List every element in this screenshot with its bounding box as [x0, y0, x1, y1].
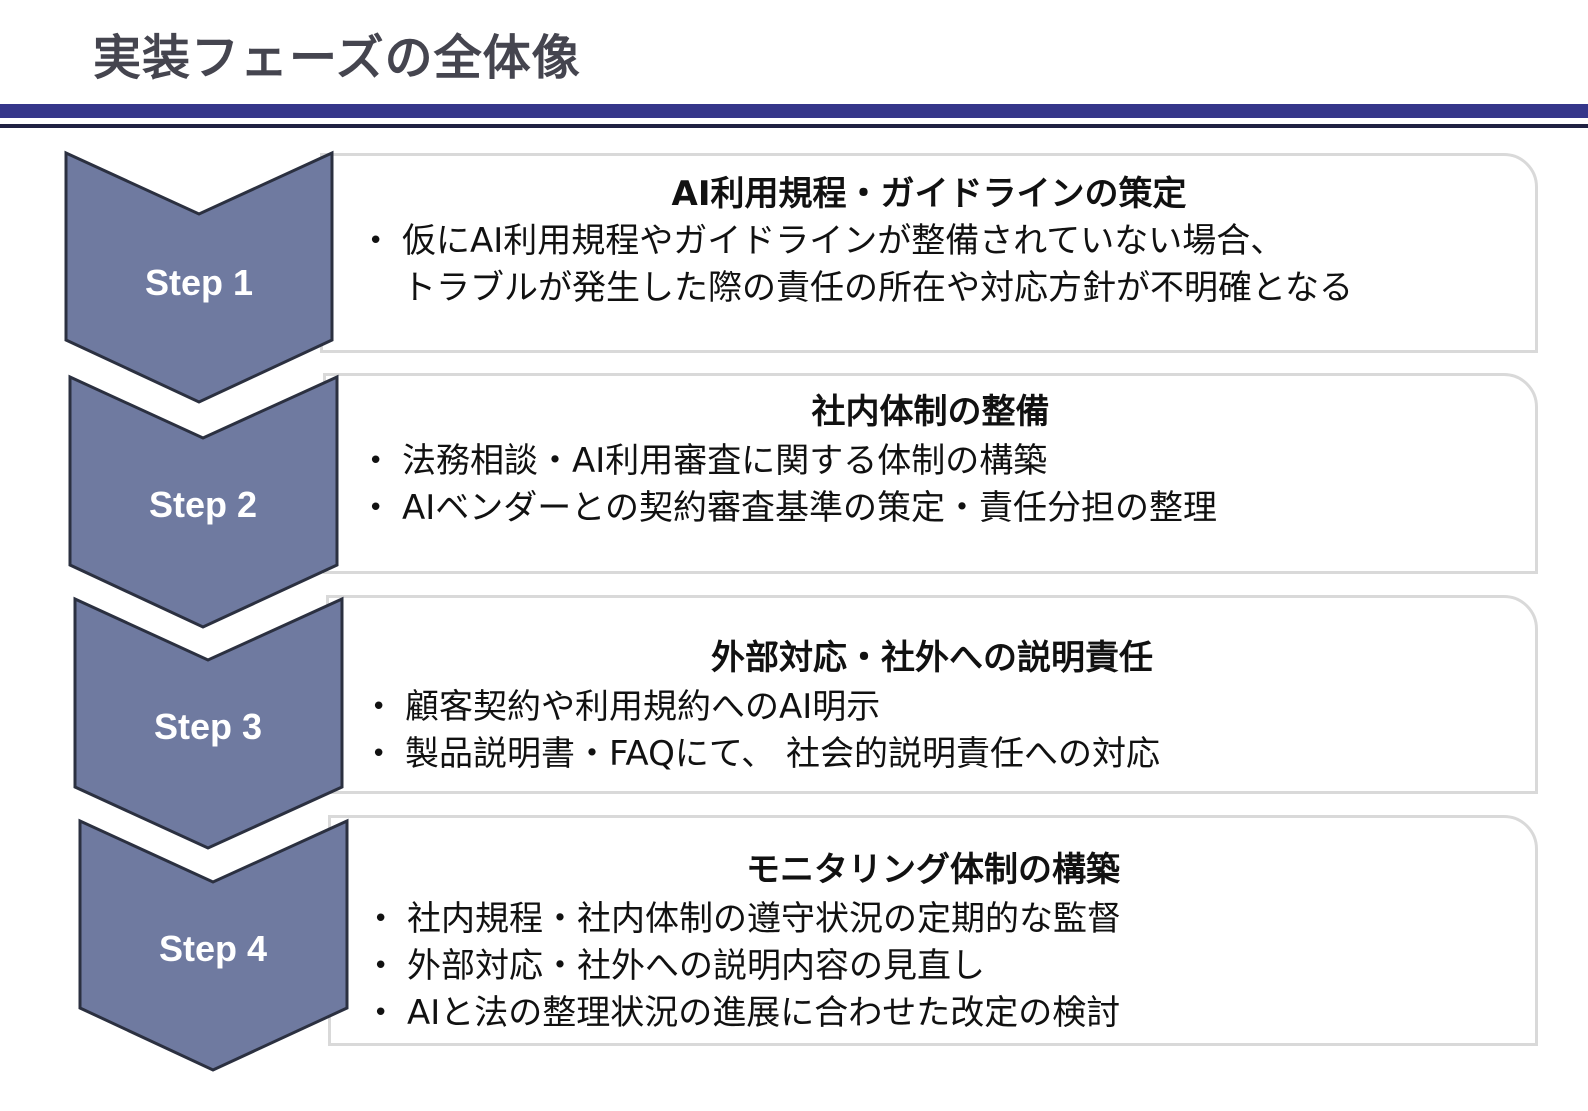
- step-4-chevron: [78, 818, 349, 1072]
- step-1-bullet: 仮にAI利用規程やガイドラインが整備されていない場合、 トラブルが発生した際の責…: [368, 218, 1353, 312]
- step-4-bullet: 外部対応・社外への説明内容の見直し: [373, 943, 1121, 990]
- step-3-card: 外部対応・社外への説明責任 顧客契約や利用規約へのAI明示 製品説明書・FAQに…: [326, 595, 1538, 794]
- step-3-bullet: 顧客契約や利用規約へのAI明示: [371, 684, 1160, 731]
- step-3-label: Step 3: [153, 706, 263, 747]
- step-1-label: Step 1: [144, 262, 254, 303]
- step-2-bullet: AIベンダーとの契約審査基準の策定・責任分担の整理: [368, 485, 1217, 532]
- step-1-card: AI利用規程・ガイドラインの策定 仮にAI利用規程やガイドラインが整備されていな…: [320, 153, 1538, 353]
- step-2-chevron: [68, 374, 339, 629]
- step-1-title: AI利用規程・ガイドラインの策定: [671, 174, 1187, 214]
- step-2-title: 社内体制の整備: [811, 392, 1050, 432]
- step-2-bullet: 法務相談・AI利用審査に関する体制の構築: [368, 438, 1217, 485]
- step-4-bullet: 社内規程・社内体制の遵守状況の定期的な監督: [373, 896, 1121, 943]
- step-2-label: Step 2: [148, 484, 258, 525]
- step-3-bullet: 製品説明書・FAQにて、 社会的説明責任への対応: [371, 731, 1160, 778]
- step-4-title: モニタリング体制の構築: [746, 850, 1120, 890]
- header-divider: [0, 124, 1588, 128]
- step-2-card: 社内体制の整備 法務相談・AI利用審査に関する体制の構築 AIベンダーとの契約審…: [323, 373, 1538, 574]
- page-title: 実装フェーズの全体像: [93, 30, 581, 86]
- step-4-card: モニタリング体制の構築 社内規程・社内体制の遵守状況の定期的な監督 外部対応・社…: [328, 815, 1538, 1046]
- header-accent-bar: [0, 104, 1588, 118]
- step-4-bullet: AIと法の整理状況の進展に合わせた改定の検討: [373, 990, 1121, 1037]
- step-4-label: Step 4: [158, 928, 268, 969]
- step-3-title: 外部対応・社外への説明責任: [711, 638, 1153, 678]
- step-3-chevron: [73, 596, 344, 850]
- step-1-chevron: [64, 150, 334, 404]
